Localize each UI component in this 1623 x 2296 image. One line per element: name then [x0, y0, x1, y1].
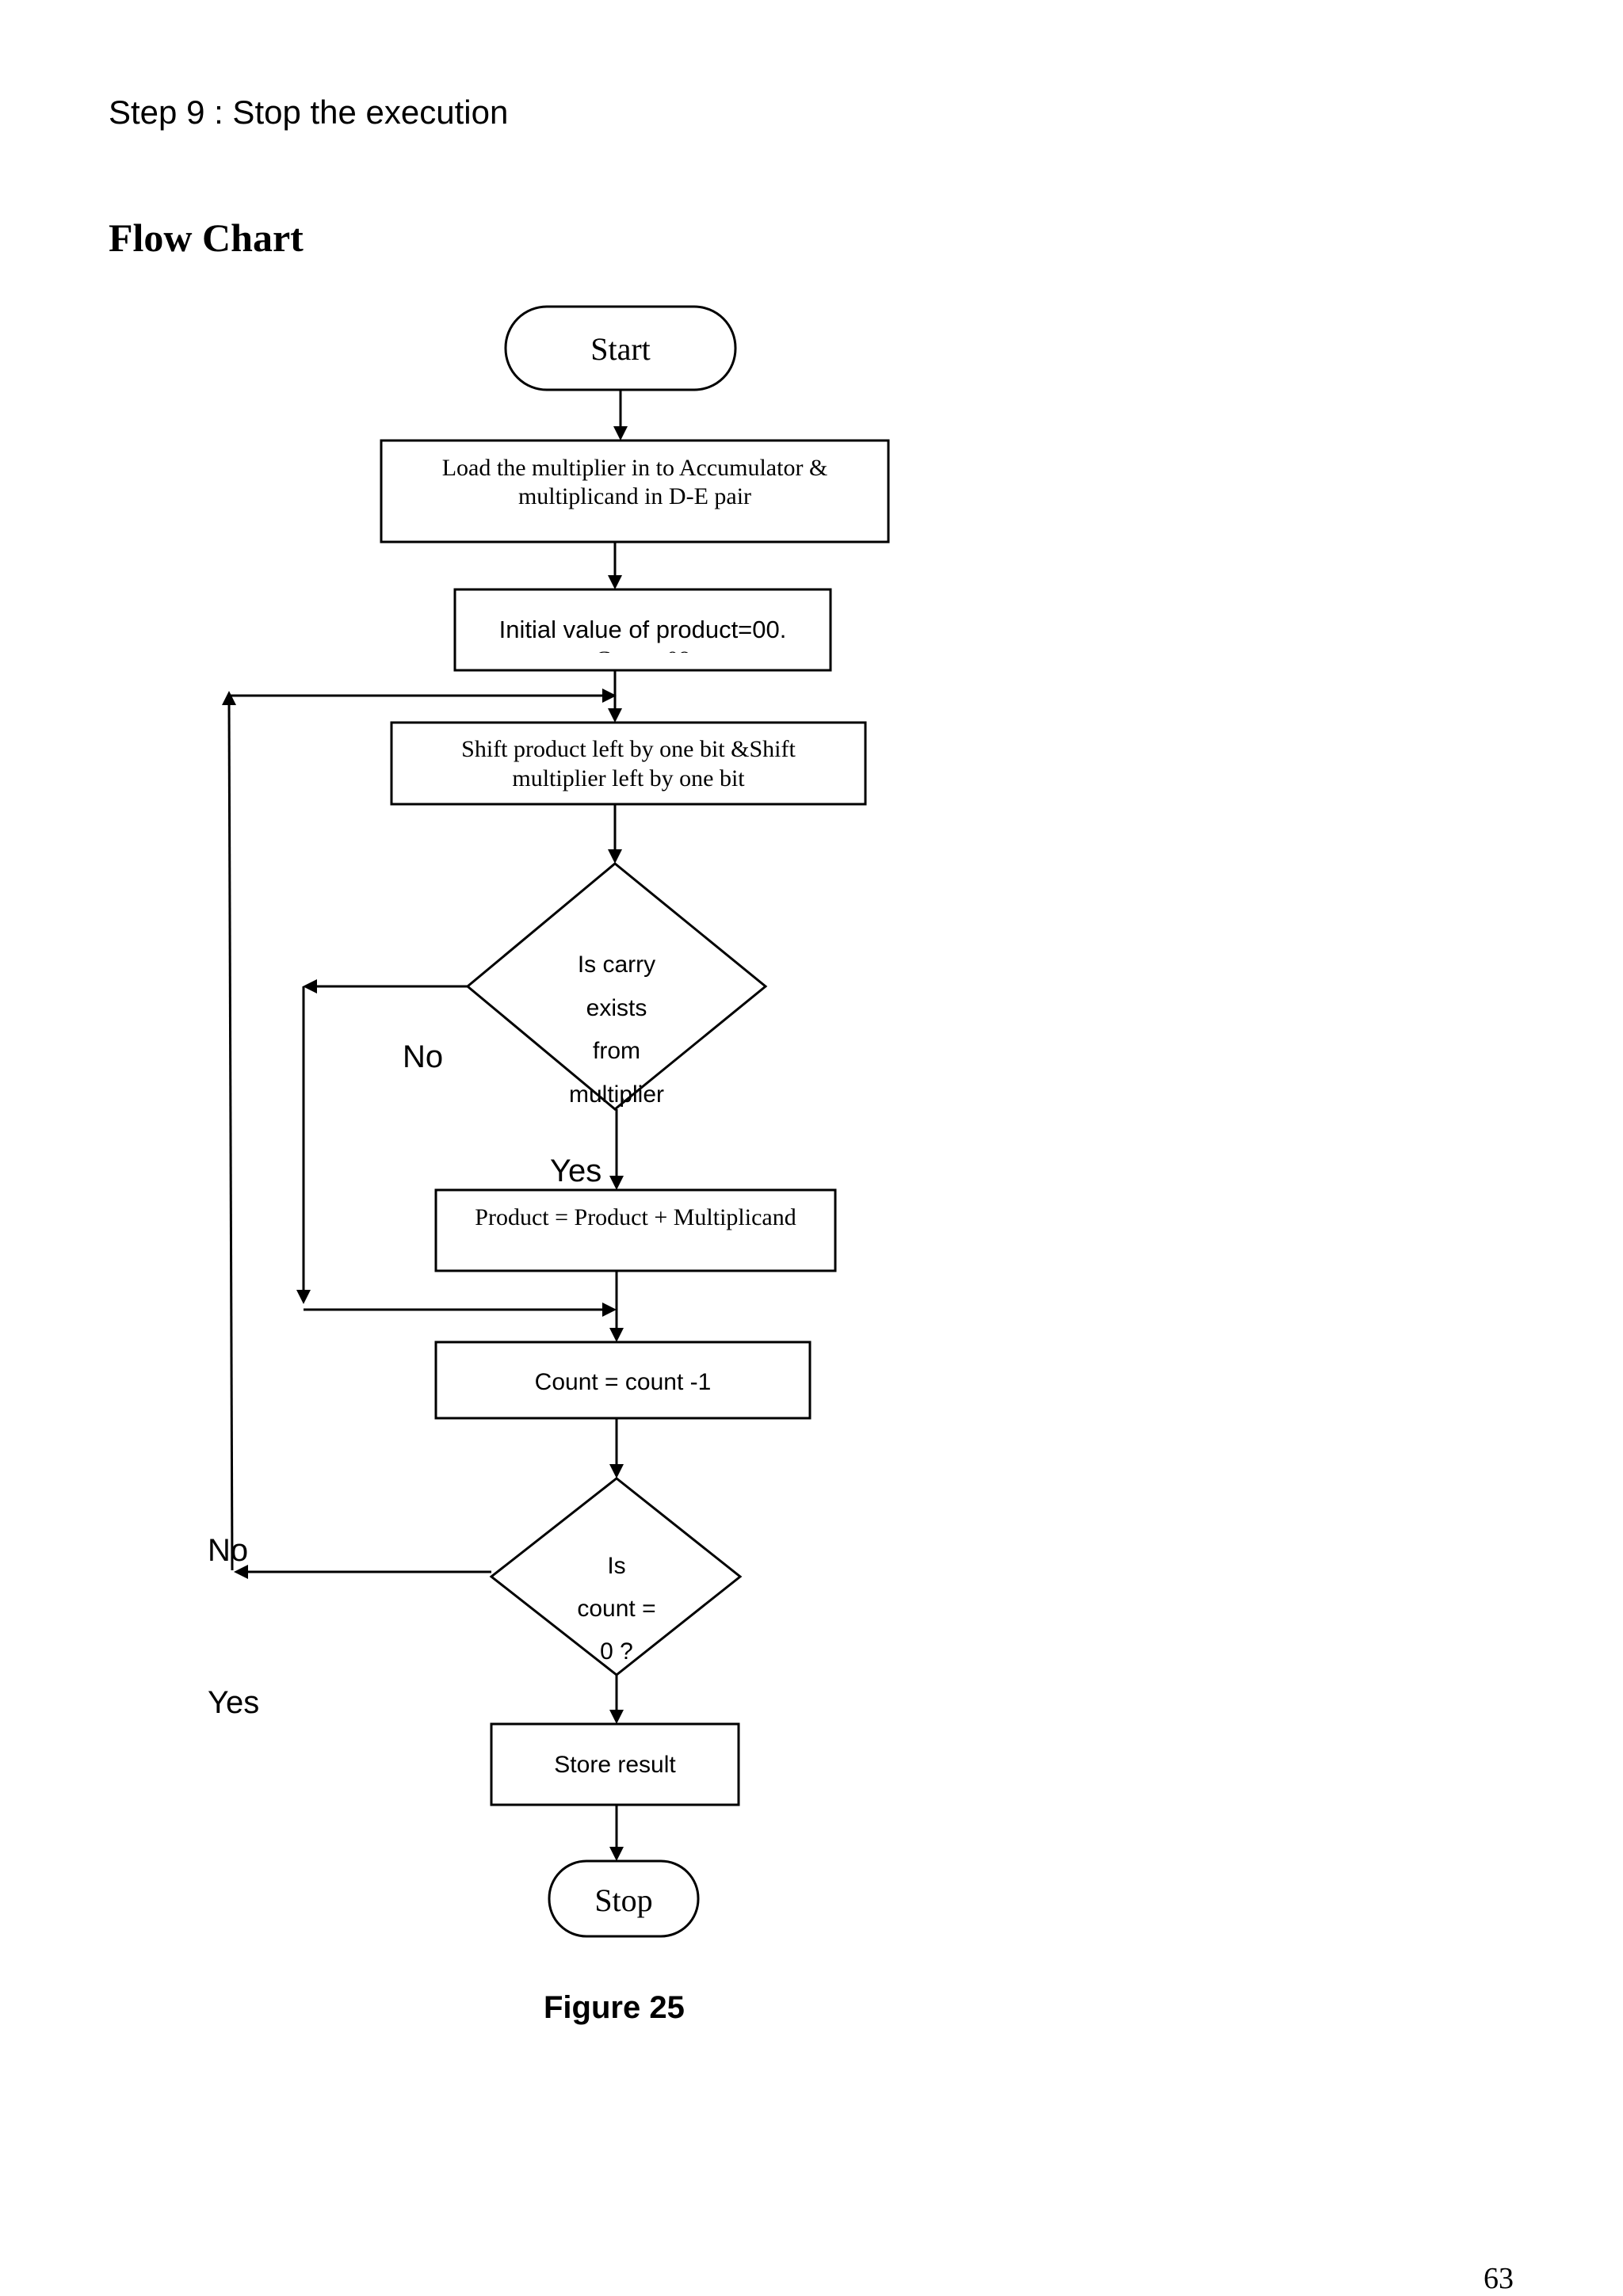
arrowhead: [222, 691, 236, 705]
carry-label-line-2: exists: [586, 995, 647, 1021]
load-label-line-2: multiplicand in D-E pair: [518, 483, 751, 509]
arrowhead: [609, 1176, 624, 1190]
start-label: Start: [590, 331, 651, 367]
init-label-line-1: Initial value of product=00.: [499, 616, 787, 643]
arrowhead: [609, 1464, 624, 1478]
figure-caption: Figure 25: [544, 1990, 685, 2025]
step-text: Step 9 : Stop the execution: [109, 93, 509, 131]
arrowhead: [602, 688, 617, 703]
carry-yes-label: Yes: [550, 1154, 601, 1188]
add-process-box: [434, 1188, 837, 1272]
arrowhead: [234, 1565, 248, 1579]
loop-back-line: [227, 700, 234, 1571]
stop-terminator: [548, 1859, 700, 1938]
count-label-line-2: count =: [577, 1596, 655, 1622]
arrowhead: [613, 426, 628, 441]
carry-label-line-4: multiplier: [569, 1081, 664, 1108]
arrowhead: [608, 849, 622, 864]
arrowhead: [609, 1847, 624, 1861]
count-yes-label: Yes: [208, 1685, 259, 1720]
load-label-line-1: Load the multiplier in to Accumulator &: [442, 455, 828, 481]
page-number: 63: [1484, 2262, 1514, 2295]
shift-label-line-1: Shift product left by one bit &Shift: [461, 736, 796, 762]
init-label-line-2: Count=08: [595, 646, 690, 673]
count-label-line-1: Is: [607, 1553, 625, 1579]
arrowhead: [609, 1710, 624, 1724]
arrowhead: [608, 575, 622, 589]
decrement-label: Count = count -1: [535, 1369, 712, 1395]
arrowhead: [602, 1302, 617, 1317]
arrowhead: [609, 1328, 624, 1342]
add-label: Product = Product + Multiplicand: [475, 1204, 796, 1230]
store-label: Store result: [554, 1752, 676, 1778]
load-process-box: [380, 439, 890, 543]
store-process-box: [490, 1722, 740, 1806]
section-heading: Flow Chart: [109, 215, 304, 260]
carry-label-line-3: from: [593, 1038, 640, 1064]
count-label-line-3: 0 ?: [600, 1638, 633, 1665]
carry-decision-diamond: [465, 862, 768, 1111]
count-no-label: No: [208, 1533, 248, 1568]
carry-no-label: No: [403, 1039, 443, 1074]
init-process-box: [453, 588, 832, 672]
stop-label: Stop: [594, 1882, 652, 1918]
arrowhead: [608, 708, 622, 723]
shift-label-line-2: multiplier left by one bit: [512, 765, 745, 791]
carry-label-line-1: Is carry: [578, 952, 655, 978]
arrowhead: [296, 1290, 311, 1304]
arrowhead: [303, 979, 317, 994]
decrement-process-box: [434, 1341, 812, 1420]
shift-process-box: [390, 721, 867, 806]
